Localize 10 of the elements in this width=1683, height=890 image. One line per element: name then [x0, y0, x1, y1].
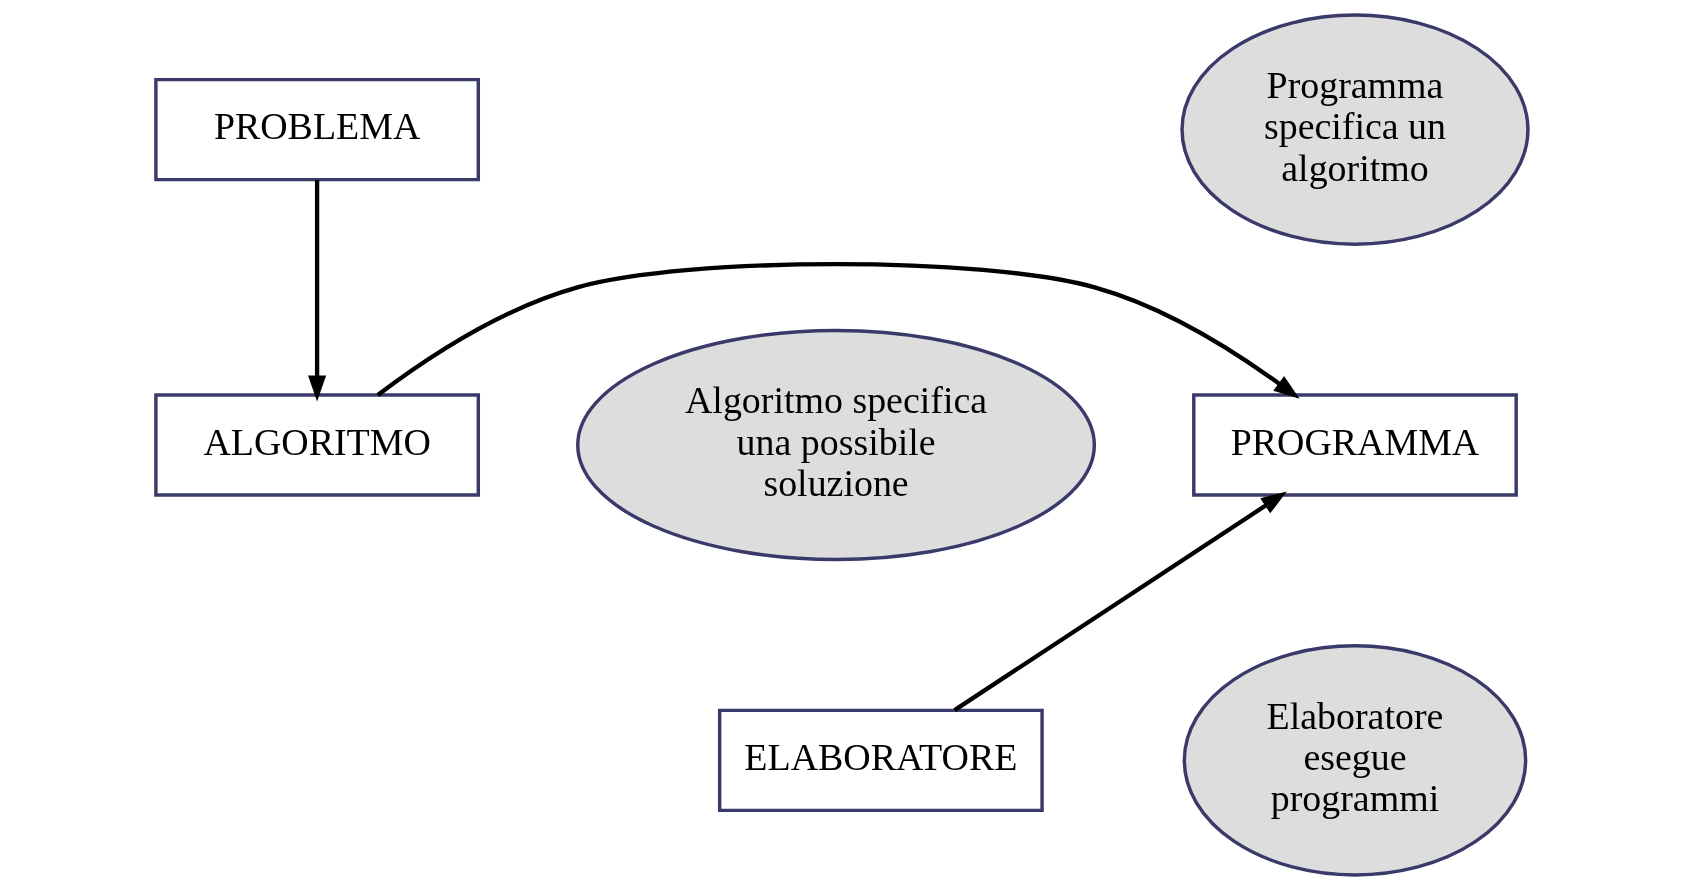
node-ellipse: Programma specifica un algoritmo	[1179, 13, 1530, 246]
node-box: PROGRAMMA	[1191, 393, 1518, 497]
arrow	[376, 262, 1299, 399]
node-ellipse: Elaboratore esegue programmi	[1182, 644, 1527, 877]
node-box: PROBLEMA	[153, 77, 480, 182]
arrow	[307, 180, 326, 402]
node-box: ELABORATORE	[717, 708, 1044, 813]
arrow	[952, 491, 1287, 712]
node-ellipse: Algoritmo specifica una possibile soluzione	[575, 328, 1096, 562]
node-box: ALGORITMO	[153, 393, 480, 497]
